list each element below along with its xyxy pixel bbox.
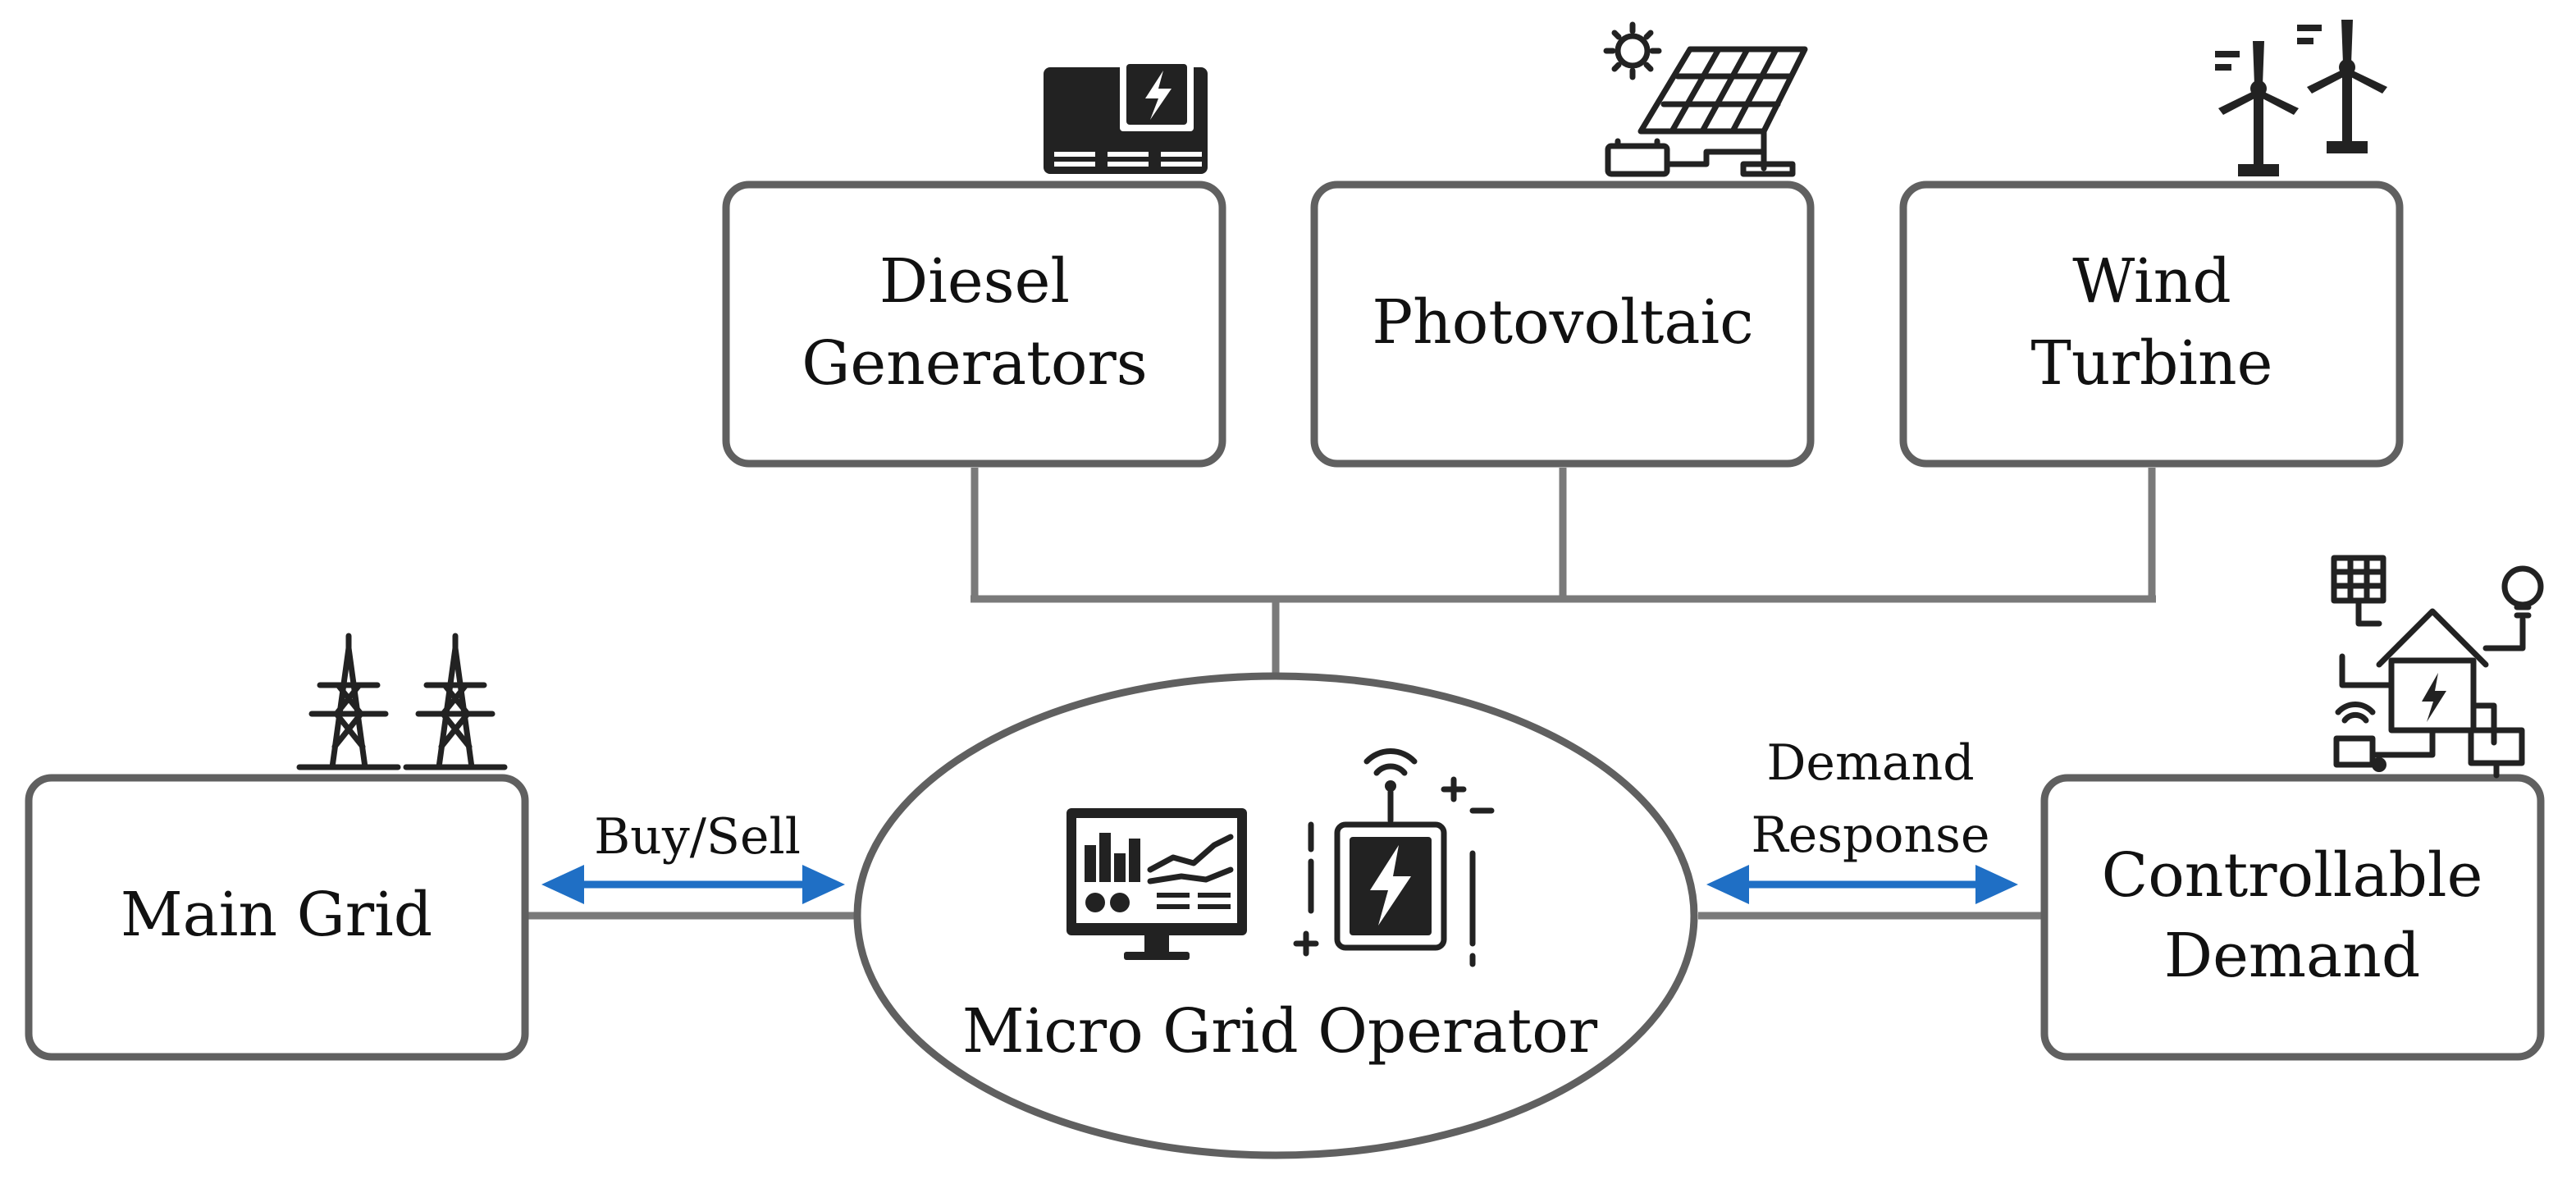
node-label: Demand (2164, 921, 2420, 991)
buy-sell-arrow (541, 865, 845, 904)
arrowhead-left (1706, 865, 1749, 904)
solar-panel-icon (1603, 21, 1808, 177)
edge-label-demand-response: Demand (1766, 734, 1974, 792)
node-controllable-demand: Controllable Demand (2040, 774, 2545, 1061)
edge-label-buy-sell: Buy/Sell (594, 808, 801, 866)
demand-response-arrow (1706, 865, 2018, 904)
wind-turbine-icon (2215, 20, 2387, 176)
battery-signal-icon (1293, 748, 1495, 967)
node-label: Wind (2072, 246, 2231, 317)
node-photovoltaic: Photovoltaic (1310, 181, 1815, 468)
node-label: Generators (802, 328, 1148, 399)
node-label: Controllable (2102, 840, 2483, 911)
node-label: Photovoltaic (1372, 287, 1753, 358)
node-micro-grid-operator: Micro Grid Operator (853, 672, 1698, 1159)
transmission-tower-icon (296, 633, 508, 770)
edge-label-demand-response: Response (1752, 807, 1990, 864)
monitor-dashboard-icon (1066, 808, 1247, 960)
node-label: Main Grid (121, 880, 432, 950)
node-label: Micro Grid Operator (962, 996, 1598, 1067)
arrowhead-right (802, 865, 845, 904)
node-diesel-generators: Diesel Generators (722, 181, 1226, 468)
connectors (525, 468, 2156, 920)
arrowhead-left (541, 865, 584, 904)
node-label: Turbine (2031, 328, 2273, 399)
generator-icon (1044, 57, 1208, 174)
node-wind-turbine: Wind Turbine (1899, 181, 2404, 468)
smart-home-icon (2331, 555, 2544, 779)
arrowhead-right (1975, 865, 2018, 904)
node-label: Diesel (879, 246, 1070, 317)
node-main-grid: Main Grid (25, 774, 529, 1061)
